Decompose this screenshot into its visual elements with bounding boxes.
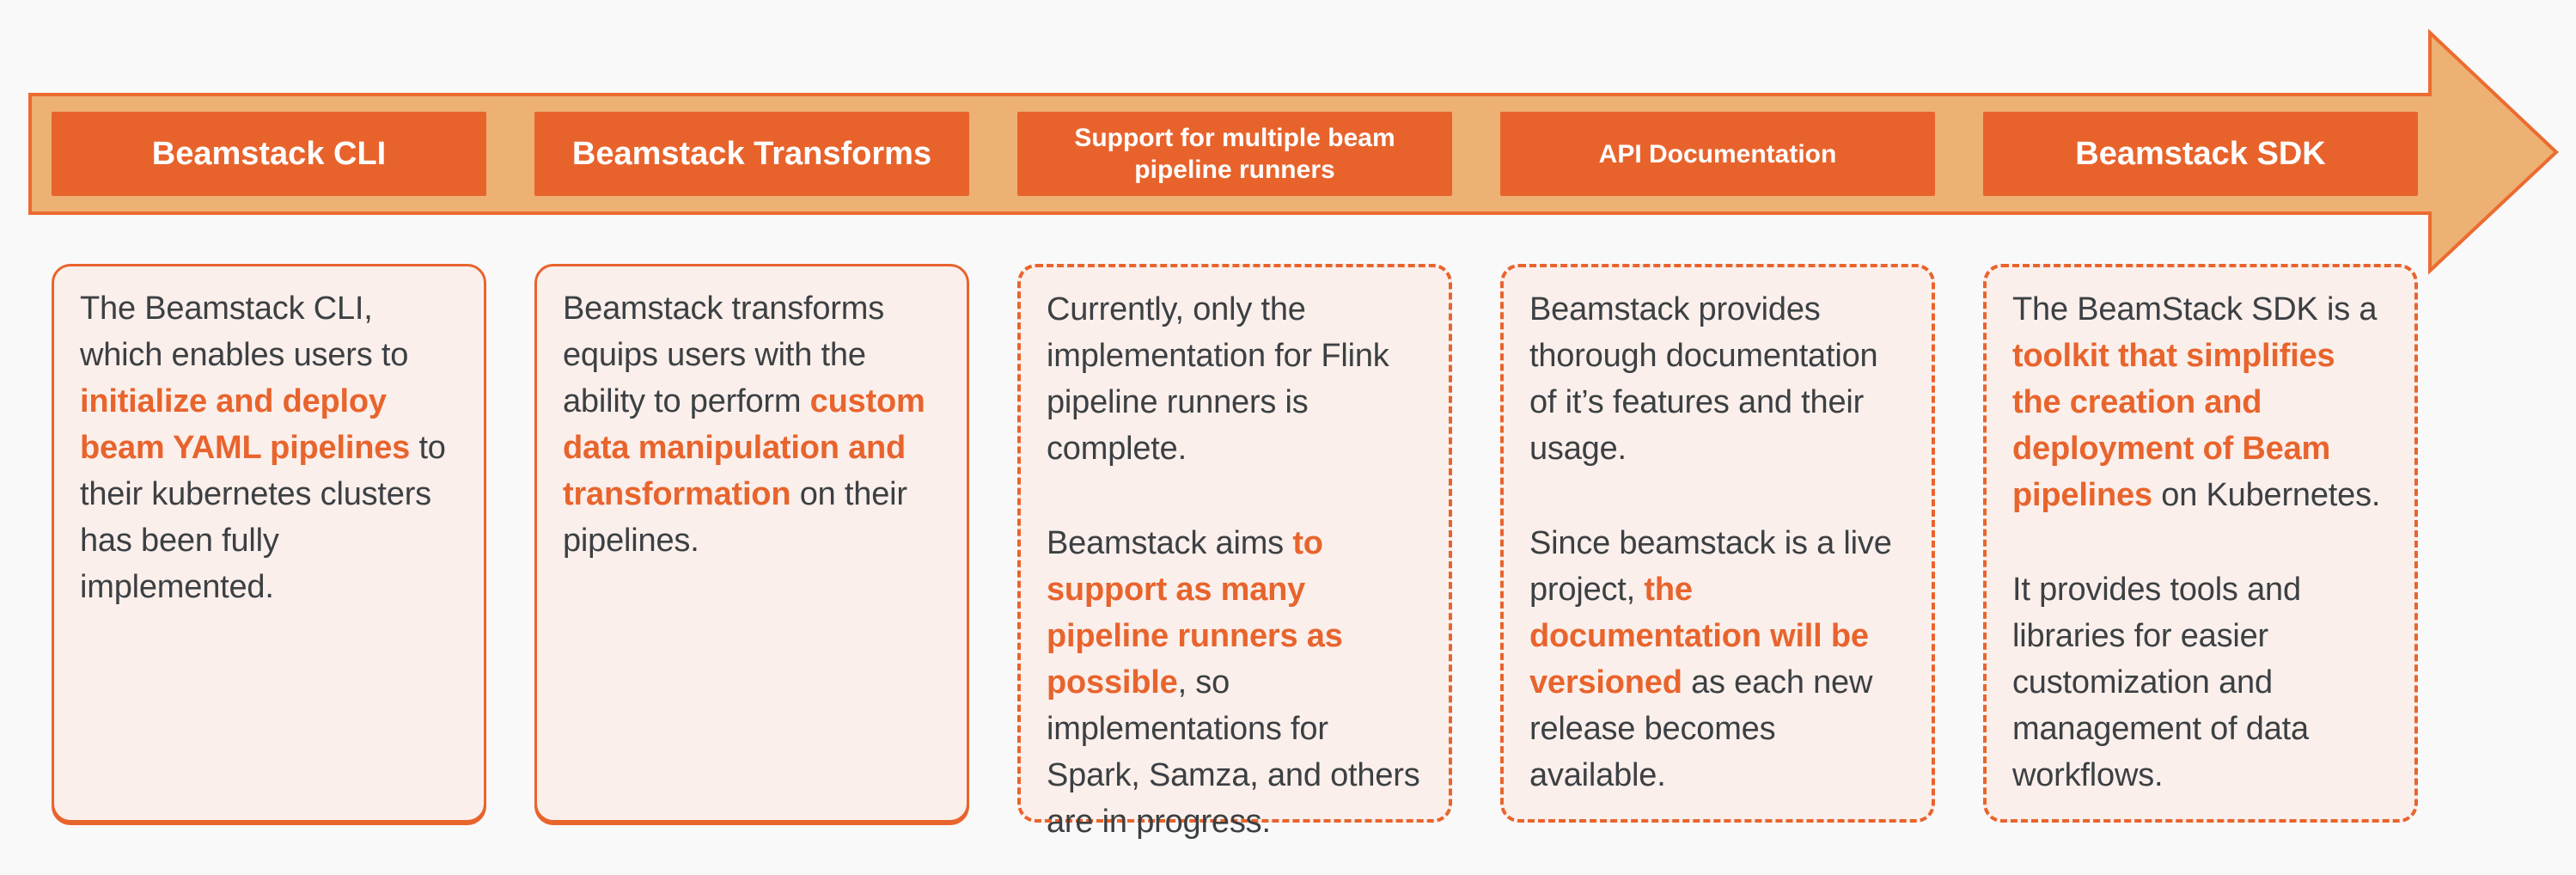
card-paragraph: Beamstack provides thorough documentatio…: [1529, 291, 1878, 467]
timeline-labels: Beamstack CLI Beamstack Transforms Suppo…: [52, 112, 2418, 196]
card-api-documentation: Beamstack provides thorough documentatio…: [1500, 264, 1935, 823]
timeline-label-beamstack-cli: Beamstack CLI: [52, 112, 486, 196]
timeline-label-api-documentation: API Documentation: [1500, 112, 1935, 196]
card-paragraph: The Beamstack CLI, which enables users t…: [80, 291, 446, 605]
timeline-label-text: Beamstack Transforms: [571, 136, 932, 172]
card-pipeline-runners: Currently, only the implementation for F…: [1017, 264, 1452, 840]
card-paragraph: Since beamstack is a live project, the d…: [1529, 525, 1892, 793]
card-paragraph: Currently, only the implementation for F…: [1047, 291, 1389, 467]
timeline-label-text: Support for multiple beam pipeline runne…: [1074, 124, 1395, 184]
timeline-label-text: Beamstack SDK: [2075, 136, 2326, 172]
timeline-label-beamstack-transforms: Beamstack Transforms: [534, 112, 969, 196]
card-paragraph: It provides tools and libraries for easi…: [2012, 572, 2309, 793]
timeline-label-text: API Documentation: [1598, 139, 1837, 168]
timeline-label-beamstack-sdk: Beamstack SDK: [1983, 112, 2418, 196]
card-beamstack-transforms: Beamstack transforms equips users with t…: [534, 264, 969, 823]
card-paragraph: The BeamStack SDK is a toolkit that simp…: [2012, 291, 2381, 513]
card-paragraph: Beamstack aims to support as many pipeli…: [1047, 525, 1420, 840]
card-paragraph: Beamstack transforms equips users with t…: [563, 291, 925, 559]
timeline-label-pipeline-runners: Support for multiple beam pipeline runne…: [1017, 112, 1452, 196]
feature-cards: The Beamstack CLI, which enables users t…: [52, 264, 2418, 840]
card-beamstack-sdk: The BeamStack SDK is a toolkit that simp…: [1983, 264, 2418, 823]
timeline-label-text: Beamstack CLI: [151, 136, 387, 172]
card-beamstack-cli: The Beamstack CLI, which enables users t…: [52, 264, 486, 823]
